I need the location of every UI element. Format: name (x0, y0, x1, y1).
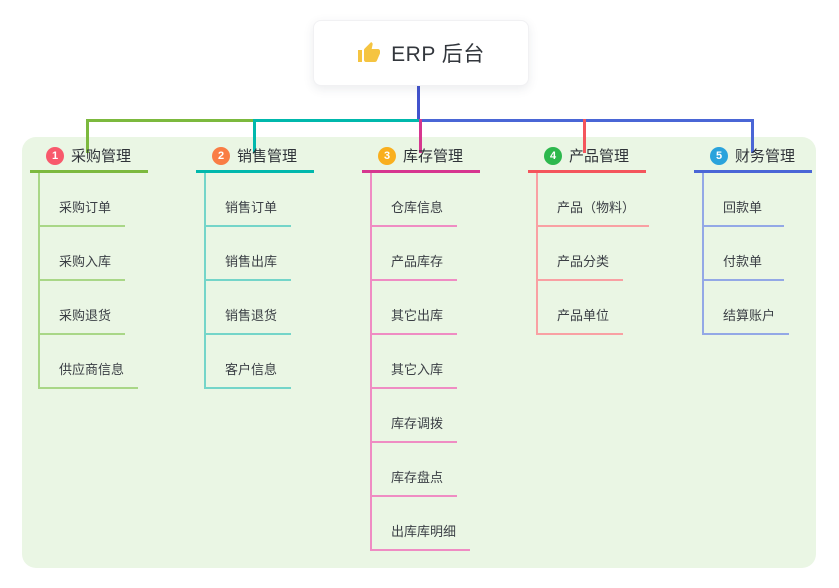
branch-connector-drop (253, 119, 256, 153)
branch-connector-horizontal (419, 119, 754, 122)
branch-children: 回款单 付款单 结算账户 (702, 173, 812, 335)
mindmap-child-node[interactable]: 仓库信息 (372, 173, 458, 227)
branch-header[interactable]: 1 采购管理 (30, 144, 148, 173)
branch-label: 财务管理 (735, 148, 796, 165)
root-node[interactable]: ERP 后台 (313, 20, 529, 86)
mindmap-child-node[interactable]: 采购订单 (40, 173, 126, 227)
branch-inventory: 3 库存管理 仓库信息 产品库存 其它出库 其它入库 库存调拨 库存盘点 出库库… (362, 144, 480, 551)
branch-connector-horizontal (86, 119, 255, 122)
branch-sales: 2 销售管理 销售订单 销售出库 销售退货 客户信息 (196, 144, 314, 389)
branch-connector-drop (419, 119, 422, 153)
mindmap-child-node[interactable]: 回款单 (704, 173, 784, 227)
branch-label: 产品管理 (569, 148, 630, 165)
mindmap-child-node[interactable]: 客户信息 (206, 335, 292, 389)
branch-finance: 5 财务管理 回款单 付款单 结算账户 (694, 144, 812, 335)
mindmap-child-node[interactable]: 销售出库 (206, 227, 292, 281)
branch-number-badge: 3 (378, 146, 396, 165)
mindmap-child-node[interactable]: 库存盘点 (372, 443, 458, 497)
branch-purchase: 1 采购管理 采购订单 采购入库 采购退货 供应商信息 (30, 144, 148, 389)
mindmap-child-node[interactable]: 供应商信息 (40, 335, 139, 389)
mindmap-child-node[interactable]: 产品分类 (538, 227, 624, 281)
mindmap-child-node[interactable]: 结算账户 (704, 281, 790, 335)
mindmap-child-node[interactable]: 其它出库 (372, 281, 458, 335)
mindmap-child-node[interactable]: 产品（物料） (538, 173, 650, 227)
branch-product: 4 产品管理 产品（物料） 产品分类 产品单位 (528, 144, 650, 335)
mindmap-child-node[interactable]: 销售退货 (206, 281, 292, 335)
branch-header[interactable]: 4 产品管理 (528, 144, 646, 173)
mindmap-child-node[interactable]: 付款单 (704, 227, 784, 281)
mindmap-child-node[interactable]: 其它入库 (372, 335, 458, 389)
mindmap-child-node[interactable]: 出库库明细 (372, 497, 471, 551)
root-node-label: ERP 后台 (391, 43, 485, 66)
branch-connector-horizontal (253, 119, 422, 122)
branch-children: 采购订单 采购入库 采购退货 供应商信息 (38, 173, 148, 389)
root-connector-line (417, 85, 420, 120)
branch-label: 库存管理 (403, 148, 464, 165)
branch-number-badge: 1 (46, 146, 64, 165)
mindmap-child-node[interactable]: 产品库存 (372, 227, 458, 281)
mindmap-child-node[interactable]: 采购入库 (40, 227, 126, 281)
branch-connector-drop (583, 119, 586, 153)
branch-connector-drop (86, 119, 89, 153)
mindmap-child-node[interactable]: 库存调拨 (372, 389, 458, 443)
branch-children: 销售订单 销售出库 销售退货 客户信息 (204, 173, 314, 389)
branch-number-badge: 4 (544, 146, 562, 165)
branch-connector-drop (751, 119, 754, 153)
branch-number-badge: 2 (212, 146, 230, 165)
branch-children: 仓库信息 产品库存 其它出库 其它入库 库存调拨 库存盘点 出库库明细 (370, 173, 480, 551)
branch-header[interactable]: 2 销售管理 (196, 144, 314, 173)
branch-header[interactable]: 5 财务管理 (694, 144, 812, 173)
branch-children: 产品（物料） 产品分类 产品单位 (536, 173, 650, 335)
mindmap-child-node[interactable]: 产品单位 (538, 281, 624, 335)
branch-label: 采购管理 (71, 148, 132, 165)
mindmap-child-node[interactable]: 采购退货 (40, 281, 126, 335)
mindmap-child-node[interactable]: 销售订单 (206, 173, 292, 227)
branch-number-badge: 5 (710, 146, 728, 165)
branch-header[interactable]: 3 库存管理 (362, 144, 480, 173)
thumbs-up-icon (358, 42, 381, 62)
branch-label: 销售管理 (237, 148, 298, 165)
